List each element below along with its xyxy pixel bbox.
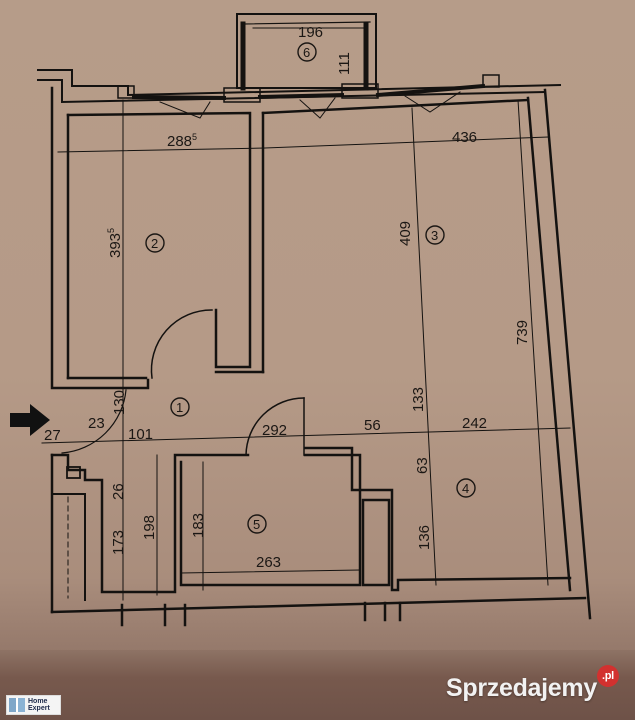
dim-56: 56 — [364, 417, 381, 434]
dim-entry-door: 130 — [111, 390, 128, 415]
dim-173: 173 — [110, 530, 127, 555]
room-label-4: 4 — [456, 478, 476, 498]
top-wall — [37, 69, 562, 119]
dim-room4-width: 242 — [462, 415, 487, 432]
svg-text:3: 3 — [431, 228, 438, 243]
dim-room5-height: 183 — [190, 513, 207, 538]
dim-total-height: 739 — [514, 320, 531, 345]
dim-63: 63 — [414, 457, 431, 474]
lower-walls — [50, 389, 587, 627]
dim-133: 133 — [410, 387, 427, 412]
sprzedajemy-tld-badge: .pl — [596, 665, 619, 687]
home-expert-text-2: Expert — [28, 705, 50, 712]
dim-23: 23 — [88, 415, 105, 432]
room-label-2: 2 — [145, 233, 165, 253]
svg-text:2: 2 — [151, 236, 158, 251]
svg-text:4: 4 — [462, 481, 469, 496]
room-label-3: 3 — [425, 225, 445, 245]
dim-room3-height: 409 — [397, 221, 414, 246]
dim-balcony-width: 196 — [298, 24, 323, 41]
svg-text:6: 6 — [303, 45, 310, 60]
entry-arrow-icon — [10, 404, 50, 436]
dim-room5-width: 263 — [256, 554, 281, 571]
home-expert-text-1: Home — [28, 698, 48, 705]
svg-text:1: 1 — [176, 400, 183, 415]
sprzedajemy-text: Sprzedajemy — [446, 674, 597, 702]
dim-198: 198 — [141, 515, 158, 540]
floor-plan: 196 111 2885 436 3935 409 739 130 27 23 … — [10, 13, 592, 627]
room-label-5: 5 — [247, 514, 267, 534]
dim-balcony-depth: 111 — [336, 52, 353, 75]
table-surface — [0, 650, 635, 720]
balcony-outline — [236, 13, 377, 91]
dim-26: 26 — [110, 483, 127, 500]
dim-136: 136 — [416, 525, 433, 550]
right-wall — [526, 88, 592, 620]
dim-292: 292 — [262, 422, 287, 439]
room-label-1: 1 — [170, 397, 190, 417]
dim-room2-width: 2885 — [167, 132, 197, 150]
sprzedajemy-watermark: Sprzedajemy .pl — [446, 665, 619, 703]
home-expert-icon — [9, 698, 25, 712]
room-2-walls — [50, 86, 530, 390]
room-label-6: 6 — [297, 42, 317, 62]
dim-27: 27 — [44, 427, 61, 444]
dim-room2-height: 3935 — [106, 228, 124, 258]
dim-101: 101 — [128, 426, 153, 443]
svg-text:5: 5 — [253, 517, 260, 532]
dimension-lines — [41, 27, 571, 601]
dim-room3-width: 436 — [452, 129, 477, 146]
